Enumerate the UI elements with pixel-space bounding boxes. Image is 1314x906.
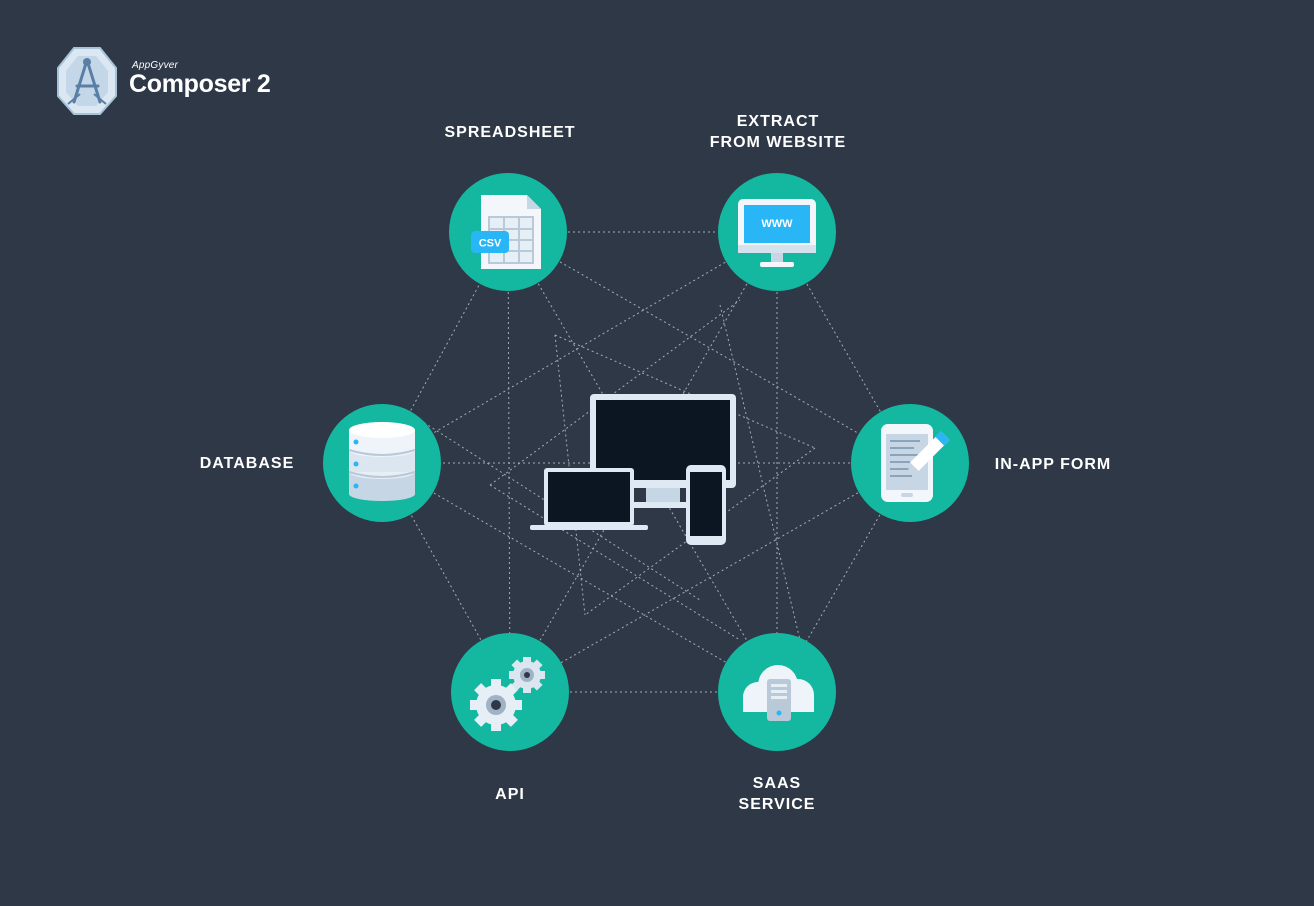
composer-logo-icon [57, 47, 117, 115]
database-label: DATABASE [199, 455, 295, 472]
website-node: WWW [718, 173, 836, 291]
saas-label-line2: SERVICE [738, 796, 816, 813]
saas-node [718, 633, 836, 751]
api-label: API [495, 786, 525, 803]
appgyver-logo: AppGyver Composer 2 [54, 46, 284, 116]
brand-name: Composer 2 [129, 70, 271, 98]
phone-form-pencil-icon [881, 424, 950, 502]
cloud-server-icon [743, 665, 814, 721]
monitor-www-icon: WWW [738, 199, 816, 267]
database-stack-icon [348, 422, 416, 501]
spreadsheet-node: CSV [449, 173, 567, 291]
saas-label: SAAS SERVICE [727, 773, 827, 815]
saas-label-line1: SAAS [752, 775, 802, 792]
form-label: IN-APP FORM [994, 456, 1112, 473]
api-node [451, 633, 569, 751]
spreadsheet-label: SPREADSHEET [444, 124, 576, 141]
brand-tagline: AppGyver [132, 60, 179, 71]
website-label-line2: FROM WEBSITE [709, 134, 847, 151]
csv-badge-text: CSV [479, 238, 502, 250]
database-node [323, 404, 441, 522]
website-label: EXTRACT FROM WEBSITE [700, 111, 856, 153]
www-text: WWW [761, 218, 793, 230]
devices-icon [530, 394, 736, 545]
csv-spreadsheet-icon: CSV [471, 195, 541, 269]
form-node [851, 404, 969, 522]
gears-icon [470, 657, 545, 731]
website-label-line1: EXTRACT [736, 113, 820, 130]
